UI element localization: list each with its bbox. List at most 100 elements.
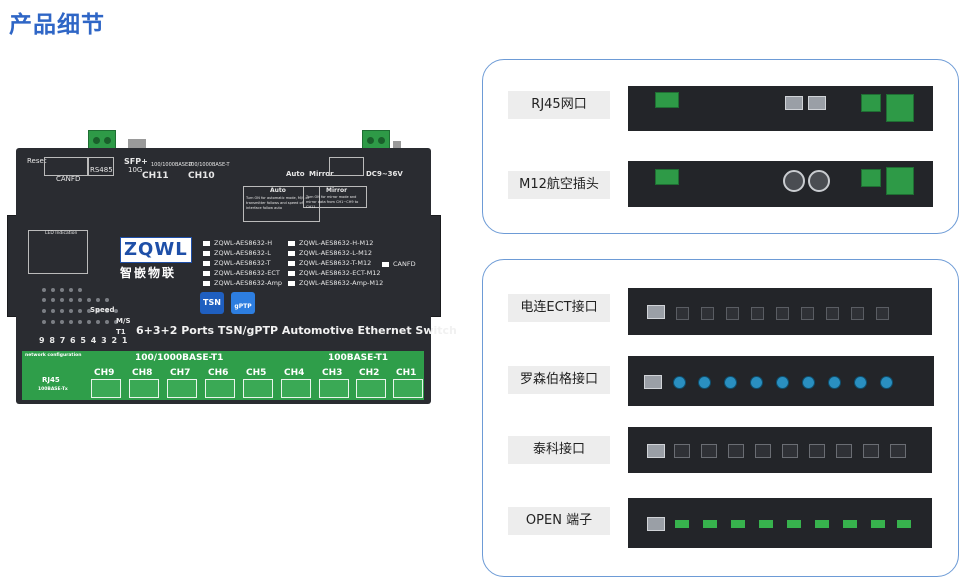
auto-info-text: Turn ON for automatic mode, M/S of trans… xyxy=(246,196,309,210)
ch8-label: CH8 xyxy=(132,368,153,378)
port-ch2 xyxy=(356,379,386,398)
logo-chinese: 智嵌物联 xyxy=(120,266,177,280)
port-ch8 xyxy=(129,379,159,398)
ch4-label: CH4 xyxy=(284,368,305,378)
terminal xyxy=(886,167,914,195)
port-strip: network configuration RJ45 100BASE-Tx 10… xyxy=(22,351,424,400)
power-terminal-left xyxy=(88,130,116,151)
rs485-label: RS485 xyxy=(90,166,113,174)
ch11-label: CH11 xyxy=(142,171,169,181)
device-rj45-variant xyxy=(628,86,933,131)
terminal xyxy=(886,94,914,122)
network-config-label: network configuration xyxy=(25,353,82,358)
model-left-1: ZQWL-AES8632-H xyxy=(203,239,272,247)
model-right-3: ZQWL-AES8632-T-M12 xyxy=(288,259,371,267)
port-ch6 xyxy=(205,379,235,398)
auto-info-title: Auto xyxy=(270,187,286,194)
terminal xyxy=(861,169,881,187)
led-table-title: LED Indication xyxy=(45,231,78,236)
t1-label: T1 xyxy=(116,328,126,336)
rj45-port xyxy=(647,444,665,458)
led-matrix xyxy=(42,288,132,338)
led-indication-table: LED Indication xyxy=(28,230,88,274)
port-ch3 xyxy=(319,379,349,398)
model-right-5: ZQWL-AES8632-Amp-M12 xyxy=(288,279,383,287)
logo-text: ZQWL xyxy=(124,239,188,260)
mirror-label: Mirror xyxy=(309,170,334,178)
model-left-5: ZQWL-AES8632-Amp xyxy=(203,279,282,287)
rj45-port xyxy=(647,517,665,531)
ch11-caption: 100/1000BASE-T xyxy=(151,162,193,168)
port-ch5 xyxy=(243,379,273,398)
label-rosenberger: 罗森伯格接口 xyxy=(508,366,610,394)
model-right-1: ZQWL-AES8632-H-M12 xyxy=(288,239,373,247)
rj45-label: RJ45 xyxy=(42,376,60,384)
port-ch7 xyxy=(167,379,197,398)
device-ect-variant xyxy=(628,288,932,335)
ch6-label: CH6 xyxy=(208,368,229,378)
rs485-box xyxy=(88,157,114,176)
rj45-port xyxy=(647,305,665,319)
m12-port-2 xyxy=(808,170,830,192)
terminal xyxy=(861,94,881,112)
device-m12-variant xyxy=(628,161,933,207)
port-ch9 xyxy=(91,379,121,398)
device-te-variant xyxy=(628,427,932,473)
ch10-label: CH10 xyxy=(188,171,215,181)
group1-label: 100/1000BASE-T1 xyxy=(135,353,224,363)
label-rj45: RJ45网口 xyxy=(508,91,610,119)
mounting-ear-right xyxy=(430,215,441,317)
port-ch1 xyxy=(393,379,423,398)
gptp-badge: gPTP xyxy=(231,292,255,314)
rj45-port-2 xyxy=(808,96,826,110)
panel-interface-types: 电连ECT接口 罗森伯格接口 泰科接口 OPEN 端子 xyxy=(482,259,959,577)
zqwl-logo: ZQWL xyxy=(120,237,192,263)
canfd-label: CANFD xyxy=(56,175,81,183)
model-left-2: ZQWL-AES8632-L xyxy=(203,249,271,257)
tsn-badge: TSN xyxy=(200,292,224,314)
dip-switch-box xyxy=(329,157,364,176)
ch5-label: CH5 xyxy=(246,368,267,378)
model-left-3: ZQWL-AES8632-T xyxy=(203,259,271,267)
ch1-label: CH1 xyxy=(396,368,417,378)
terminal xyxy=(655,92,679,108)
sfp-connector xyxy=(128,139,146,149)
canfd-switch-box xyxy=(44,157,88,176)
reset-label: Reset xyxy=(27,157,47,165)
sfp-speed-label: 10G xyxy=(128,166,143,174)
mirror-info-title: Mirror xyxy=(326,187,348,194)
auto-label: Auto xyxy=(286,170,305,178)
device-open-variant xyxy=(628,498,932,548)
rj45-port-1 xyxy=(785,96,803,110)
ch3-label: CH3 xyxy=(322,368,343,378)
rj45-port xyxy=(644,375,662,389)
group2-label: 100BASE-T1 xyxy=(328,353,389,363)
sfp-label: SFP+ xyxy=(124,157,148,166)
rj45-caption: 100BASE-Tx xyxy=(38,387,68,392)
port-ch4 xyxy=(281,379,311,398)
terminal xyxy=(655,169,679,185)
m12-port-1 xyxy=(783,170,805,192)
power-switch xyxy=(393,141,401,151)
mirror-info-text: Turn ON for mirror mode and mirror data … xyxy=(306,195,359,209)
model-right-2: ZQWL-AES8632-L-M12 xyxy=(288,249,372,257)
ms-label: M/S xyxy=(116,317,131,325)
model-canfd: CANFD xyxy=(382,260,416,268)
power-label: DC9~36V xyxy=(366,170,403,178)
ch10-caption: 100/1000BASE-T xyxy=(188,162,230,168)
label-m12: M12航空插头 xyxy=(508,171,610,199)
device-headline: 6+3+2 Ports TSN/gPTP Automotive Ethernet… xyxy=(136,324,457,337)
label-ect: 电连ECT接口 xyxy=(508,294,610,322)
page-title: 产品细节 xyxy=(9,12,105,38)
switch-front-panel: Reset CANFD RS485 SFP+ 10G 100/1000BASE-… xyxy=(16,148,457,404)
ch9-label: CH9 xyxy=(94,368,115,378)
speed-label: Speed xyxy=(90,306,115,314)
model-left-4: ZQWL-AES8632-ECT xyxy=(203,269,280,277)
model-right-4: ZQWL-AES8632-ECT-M12 xyxy=(288,269,381,277)
mirror-info-box: Mirror Turn ON for mirror mode and mirro… xyxy=(303,186,367,209)
device-rosenberger-variant xyxy=(628,356,934,406)
led-numbers: 9 8 7 6 5 4 3 2 1 xyxy=(39,336,129,345)
ch7-label: CH7 xyxy=(170,368,191,378)
panel-connector-types: RJ45网口 M12航空插头 xyxy=(482,59,959,234)
label-te: 泰科接口 xyxy=(508,436,610,464)
